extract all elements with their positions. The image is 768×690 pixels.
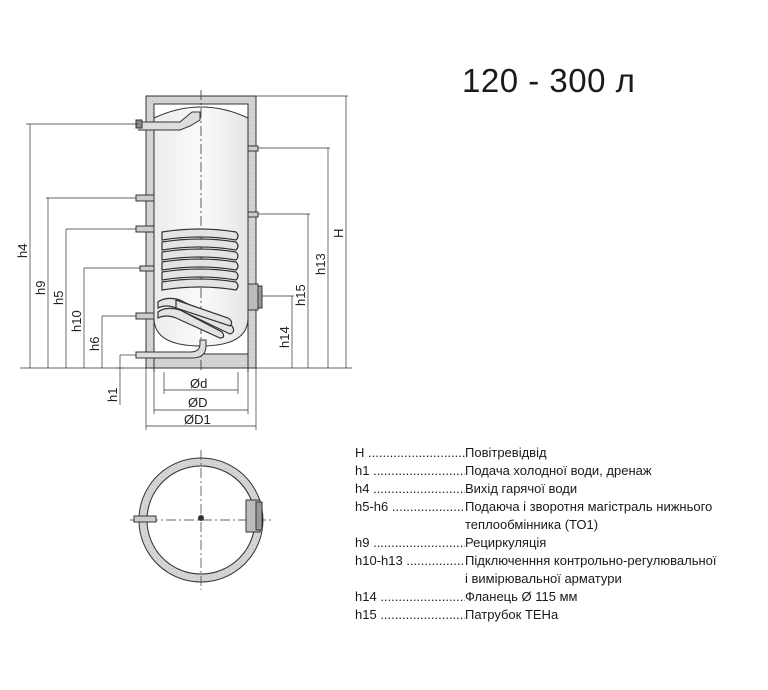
- legend-key: h10-h13: [355, 552, 465, 570]
- dim-h10: h10: [69, 310, 84, 332]
- dim-h15: h15: [293, 284, 308, 306]
- legend-row: h15Патрубок ТЕНа: [355, 606, 760, 624]
- legend-key: h5-h6: [355, 498, 465, 516]
- flange: [247, 283, 259, 311]
- legend: HПовітревідвід h1Подача холодної води, д…: [355, 444, 760, 624]
- dim-H: H: [331, 229, 346, 238]
- legend-desc: Підключенння контрольно-регулювальної: [465, 553, 717, 568]
- top-inlet-pipe: [133, 515, 157, 523]
- legend-desc: Патрубок ТЕНа: [465, 607, 559, 622]
- legend-desc: Фланець Ø 115 мм: [465, 589, 578, 604]
- legend-row: h5-h6Подаюча і зворотня магістраль нижнь…: [355, 498, 760, 516]
- legend-key: h1: [355, 462, 465, 480]
- legend-key: h9: [355, 534, 465, 552]
- legend-row: HПовітревідвід: [355, 444, 760, 462]
- dim-h6: h6: [87, 337, 102, 351]
- legend-row: h4Вихід гарячої води: [355, 480, 760, 498]
- dimension-lines: [20, 95, 352, 430]
- legend-key: h4: [355, 480, 465, 498]
- dim-h5: h5: [51, 291, 66, 305]
- legend-continuation: теплообмінника (ТО1): [465, 517, 599, 532]
- h10-nozzle: [139, 265, 155, 272]
- volume-title: 120 - 300 л: [462, 62, 636, 99]
- heat-exchanger-coil: [157, 228, 239, 339]
- legend-key: h14: [355, 588, 465, 606]
- dim-D: ØD: [188, 395, 208, 410]
- legend-continuation: і вимірювальної арматури: [465, 571, 622, 586]
- h13-nozzle: [247, 145, 259, 152]
- legend-row: h9Рециркуляція: [355, 534, 760, 552]
- legend-row: h1Подача холодної води, дренаж: [355, 462, 760, 480]
- legend-desc: Подаюча і зворотня магістраль нижнього: [465, 499, 713, 514]
- legend-row: h10-h13Підключенння контрольно-регулювал…: [355, 552, 760, 570]
- legend-desc: Подача холодної води, дренаж: [465, 463, 652, 478]
- h13b-nozzle: [247, 211, 259, 218]
- dim-h14: h14: [277, 326, 292, 348]
- cold-water-pipe: [135, 339, 207, 359]
- dim-h1: h1: [105, 388, 120, 402]
- dim-D1: ØD1: [184, 412, 211, 427]
- air-vent-pipe: [138, 111, 201, 131]
- dim-h9: h9: [33, 281, 48, 295]
- legend-desc: Вихід гарячої води: [465, 481, 578, 496]
- legend-desc: Повітревідвід: [465, 445, 547, 460]
- legend-desc: Рециркуляція: [465, 535, 547, 550]
- legend-key: h15: [355, 606, 465, 624]
- h9-nozzle: [135, 194, 155, 202]
- h5-nozzle: [135, 225, 155, 233]
- dim-d: Ød: [190, 376, 207, 391]
- h6-nozzle: [135, 312, 155, 320]
- legend-row: h14Фланець Ø 115 мм: [355, 588, 760, 606]
- front-view: [135, 90, 263, 372]
- top-view: [130, 450, 272, 590]
- top-center-point: [198, 515, 204, 521]
- legend-key: H: [355, 444, 465, 462]
- dim-h13: h13: [313, 253, 328, 275]
- dim-h4: h4: [15, 244, 30, 258]
- dimension-labels: h4 h9 h5 h10 h6 h1 H h13 h15 h14 Ød ØD Ø…: [15, 229, 346, 427]
